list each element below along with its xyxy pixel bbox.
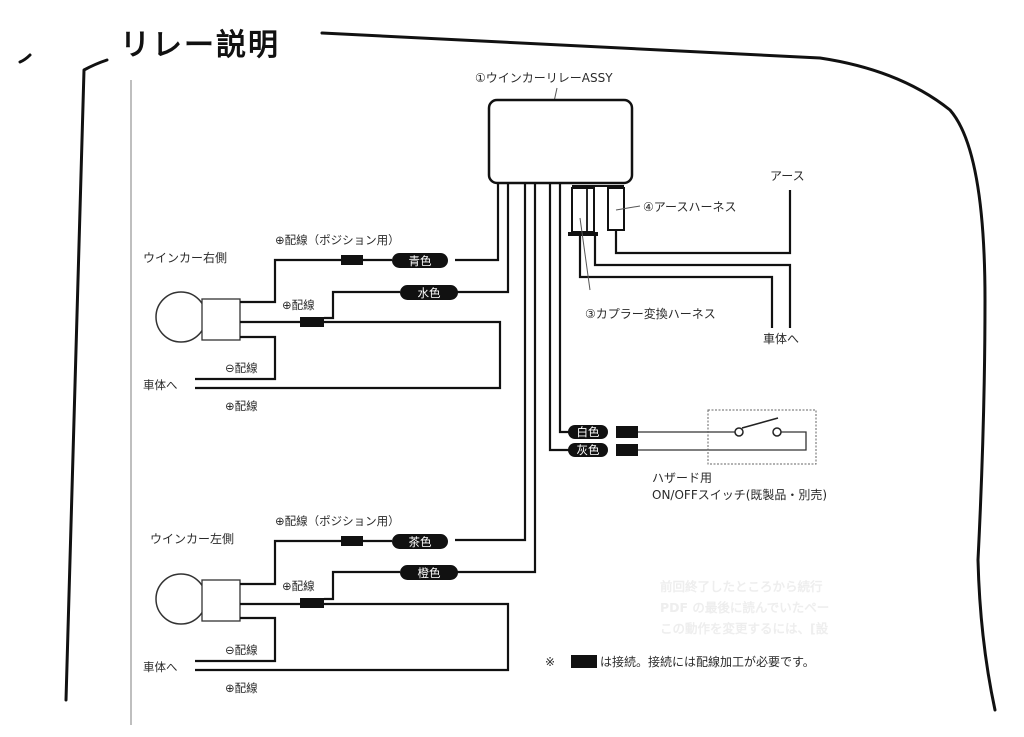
left-side-title: ウインカー左側 xyxy=(150,531,234,546)
wire-color-pill-orange xyxy=(400,565,458,580)
right-side-title: ウインカー右側 xyxy=(143,250,227,265)
coupler-harness-label: ③カプラー変換ハーネス xyxy=(585,306,716,321)
wire-color-pill-blue xyxy=(392,253,448,268)
left-bulb-icon xyxy=(155,573,207,625)
right-plus-wire-label: ⊕配線 xyxy=(282,298,315,312)
relay-box xyxy=(487,98,634,185)
handwritten-title: リレー説明 xyxy=(120,28,280,63)
wire-color-pill-brown xyxy=(392,534,448,549)
connector-block xyxy=(300,317,324,327)
connector-block xyxy=(300,598,324,608)
right-socket xyxy=(201,298,241,341)
right-position-wire-label: ⊕配線（ポジション用） xyxy=(275,233,400,247)
right-turn-signal-section: ウインカー右側 ⊕配線（ポジション用） 青色 水色 ⊕配線 ⊖配線 車体へ ⊕配… xyxy=(143,233,502,413)
right-to-body-label: 車体へ xyxy=(143,378,178,392)
left-bottom-plus-label: ⊕配線 xyxy=(225,681,258,695)
hazard-caption-line1: ハザード用 xyxy=(652,471,712,485)
hazard-caption-line2: ON/OFFスイッチ(既製品・別売) xyxy=(652,487,827,502)
earth-harness-label: ④アースハーネス xyxy=(643,200,736,214)
hazard-wire2-color: 灰色 xyxy=(577,443,600,457)
handwritten-border xyxy=(18,31,997,712)
connector-block xyxy=(616,426,638,438)
switch-dashed-box xyxy=(707,409,817,465)
switch-contact-icon xyxy=(772,427,782,437)
ghost-text-line2: PDF の最後に読んでいたペー xyxy=(660,600,829,615)
left-turn-signal-section: ウインカー左側 ⊕配線（ポジション用） 茶色 橙色 ⊕配線 ⊖配線 車体へ ⊕配… xyxy=(143,514,510,695)
wire-color-pill-white xyxy=(568,425,608,439)
switch-contact-icon xyxy=(734,427,744,437)
faint-overlay-text: 前回終了したところから続行 PDF の最後に読んでいたペー この動作を変更するに… xyxy=(660,579,829,636)
left-socket xyxy=(201,579,241,622)
connector-block xyxy=(341,255,363,265)
ghost-text-line1: 前回終了したところから続行 xyxy=(660,579,823,594)
wire-color-pill-gray xyxy=(568,443,608,457)
right-position-color: 青色 xyxy=(409,254,432,268)
right-minus-wire-label: ⊖配線 xyxy=(225,361,258,375)
relay-wires xyxy=(455,183,792,574)
left-position-wire-label: ⊕配線（ポジション用） xyxy=(275,514,400,528)
switch-lever-icon xyxy=(741,417,779,429)
right-bulb-icon xyxy=(155,291,207,343)
left-minus-wire-label: ⊖配線 xyxy=(225,643,258,657)
note-symbol: ※ xyxy=(545,655,555,669)
connector-block xyxy=(616,444,638,456)
ghost-text-line3: この動作を変更するには、[設 xyxy=(660,621,829,636)
earth-label: アース xyxy=(770,169,805,183)
connection-note: ※ は接続。接続には配線加工が必要です。 xyxy=(545,654,815,669)
left-position-color: 茶色 xyxy=(409,535,432,549)
note-text: は接続。接続には配線加工が必要です。 xyxy=(600,654,815,669)
connector-block xyxy=(341,536,363,546)
coupler-leader xyxy=(579,217,591,291)
hazard-switch-section: 白色 灰色 ハザード用 ON/OFFスイッチ(既製品・別売) xyxy=(568,409,827,502)
hazard-wire1-color: 白色 xyxy=(577,425,600,439)
wire-color-pill-light-blue xyxy=(400,285,458,300)
left-plus-wire-label: ⊕配線 xyxy=(282,579,315,593)
relay-label: ①ウインカーリレーASSY xyxy=(475,71,613,85)
right-bottom-plus-label: ⊕配線 xyxy=(225,399,258,413)
to-body-label-harness: 車体へ xyxy=(763,332,799,346)
left-plus-color: 橙色 xyxy=(418,566,441,580)
note-connector-swatch xyxy=(571,655,597,668)
left-to-body-label: 車体へ xyxy=(143,660,178,674)
right-plus-color: 水色 xyxy=(418,286,441,300)
earth-harness-leader xyxy=(615,205,641,211)
